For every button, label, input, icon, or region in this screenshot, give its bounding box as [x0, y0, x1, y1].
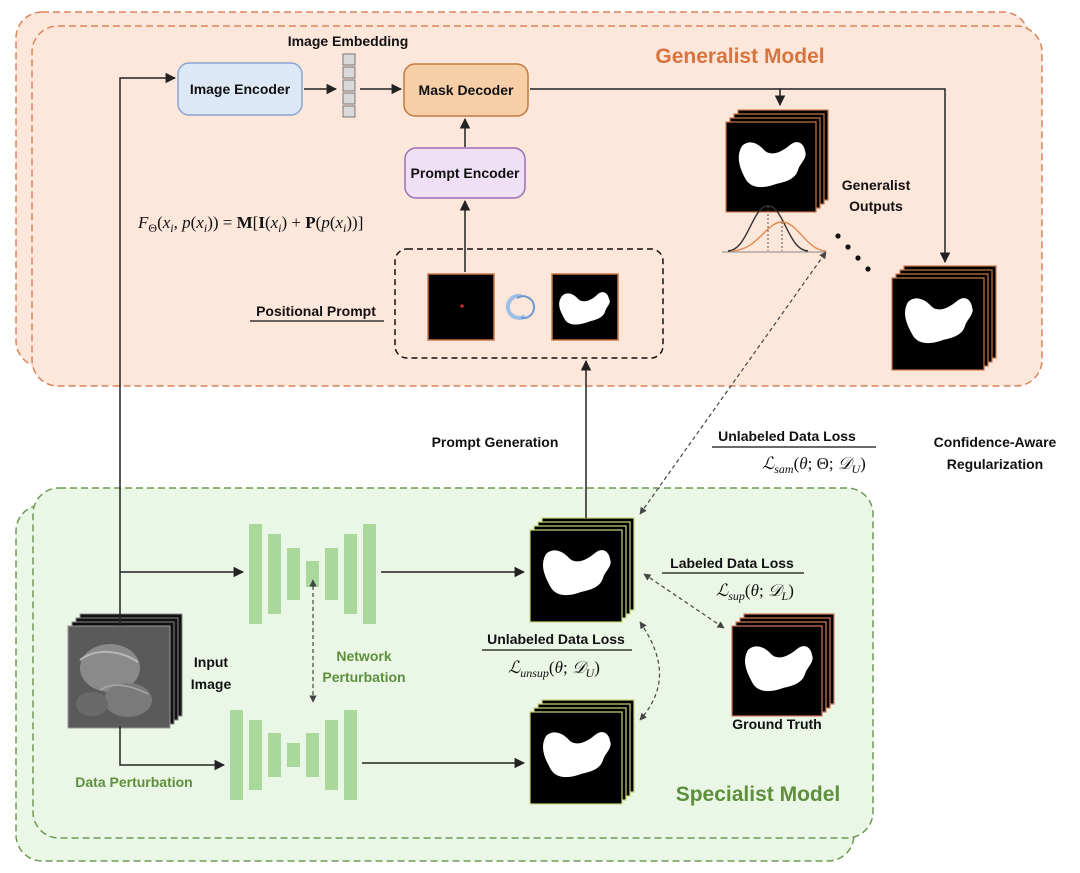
confidence-aware-line1: Confidence-Aware [934, 434, 1057, 450]
dashed-connectors [309, 251, 827, 721]
loss-unsup-formula: ℒunsup(θ; 𝒟U) [508, 658, 600, 680]
specialist-network-bottom [230, 710, 357, 800]
generalist-outputs-line2: Outputs [849, 198, 903, 214]
image-embedding-label: Image Embedding [288, 33, 409, 49]
image-encoder-label: Image Encoder [190, 81, 291, 97]
specialist-output-top [529, 517, 635, 623]
ground-truth-label: Ground Truth [732, 716, 821, 732]
data-perturbation-label: Data Perturbation [75, 774, 192, 790]
cycle-icon [505, 293, 536, 320]
point-prompt-dot [460, 304, 464, 308]
unlabeled-loss-label: Unlabeled Data Loss [487, 631, 625, 647]
network-perturbation-line2: Perturbation [322, 669, 405, 685]
prompt-encoder-label: Prompt Encoder [411, 165, 520, 181]
confidence-aware-line2: Regularization [947, 456, 1043, 472]
ellipsis-dots [835, 233, 871, 272]
input-image-stack [67, 613, 183, 729]
ground-truth-stack [731, 613, 835, 717]
labeled-loss-label: Labeled Data Loss [670, 555, 794, 571]
loss-sup-formula: ℒsup(θ; 𝒟L) [716, 581, 794, 603]
network-perturbation-line1: Network [336, 648, 391, 664]
generalist-output-stack-top [725, 109, 829, 213]
image-embedding-stack [342, 53, 356, 118]
mask-prompt-shape [559, 292, 610, 325]
generalist-output-stack-bottom [891, 265, 997, 371]
image-encoder-box [177, 62, 303, 116]
specialist-title: Specialist Model [676, 783, 841, 806]
input-image-line2: Image [191, 676, 232, 692]
input-image-line1: Input [194, 654, 229, 670]
unlabeled-loss-top-label: Unlabeled Data Loss [718, 428, 856, 444]
generalist-outputs-line1: Generalist [842, 177, 911, 193]
generalist-equation: FΘ(xi, p(xi)) = M[I(xi) + P(p(xi))] [137, 213, 363, 235]
specialist-output-bottom [529, 699, 635, 805]
mask-decoder-label: Mask Decoder [419, 82, 514, 98]
specialist-network-top [249, 524, 376, 624]
prompt-generation-label: Prompt Generation [432, 434, 559, 450]
positional-prompt-label: Positional Prompt [256, 303, 376, 319]
loss-sam-formula: ℒsam(θ; Θ; 𝒟U) [762, 454, 866, 476]
generalist-title: Generalist Model [655, 45, 824, 68]
prompt-encoder-box [404, 147, 526, 199]
connectors [119, 72, 951, 771]
mask-decoder-box [403, 63, 529, 117]
